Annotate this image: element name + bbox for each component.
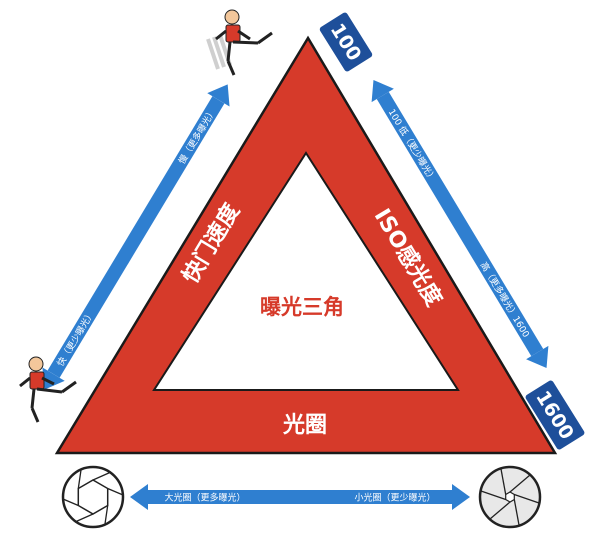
aperture-narrow-icon bbox=[478, 465, 542, 529]
iso-badge-1600: 1600 bbox=[525, 380, 585, 450]
arrow-label-large-aperture: 大光圈（更多曝光） bbox=[164, 492, 245, 504]
arrow-label-high-iso: 高（更多曝光）1600 bbox=[478, 260, 533, 340]
arrow-label-low-iso: 100 低（更少曝光） bbox=[386, 107, 439, 184]
arrow-head-right bbox=[207, 84, 230, 107]
arrow-head-left bbox=[42, 367, 65, 390]
arrow-label-small-aperture: 小光圈（更少曝光） bbox=[354, 492, 435, 504]
arrow-label-fast: 快（更少曝光） bbox=[54, 308, 97, 368]
aperture-wide-icon bbox=[61, 465, 125, 529]
exposure-triangle bbox=[54, 35, 558, 455]
side-label-aperture: 光圈 bbox=[282, 413, 327, 438]
arrow-head-right bbox=[452, 484, 470, 510]
arrow-head-right bbox=[526, 345, 549, 369]
triangle-inner bbox=[152, 151, 460, 391]
aperture-arrow: 大光圈（更多曝光） 小光圈（更少曝光） bbox=[130, 484, 470, 510]
runner-blurred-icon bbox=[206, 9, 273, 76]
iso-badge-100: 100 bbox=[319, 12, 373, 72]
arrow-head-left bbox=[371, 79, 394, 103]
runner-sharp-icon bbox=[19, 356, 77, 423]
arrow-head-left bbox=[130, 484, 148, 510]
arrow-label-slow: 慢（更多曝光） bbox=[176, 106, 219, 166]
center-label: 曝光三角 bbox=[260, 295, 344, 319]
